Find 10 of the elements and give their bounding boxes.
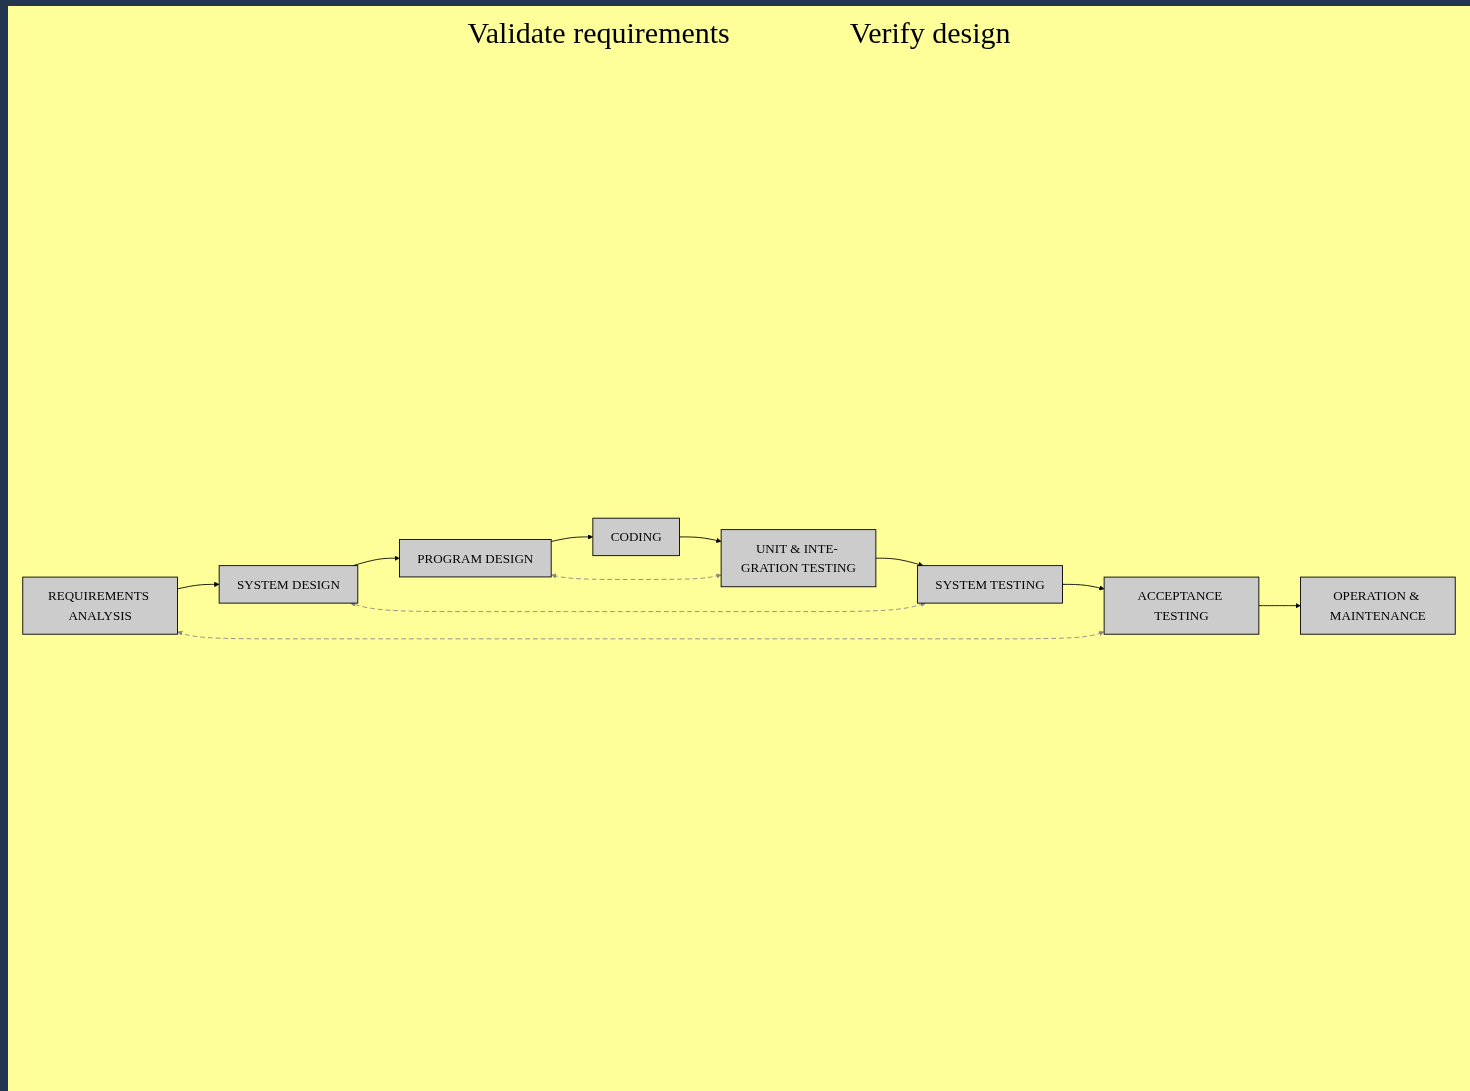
- node-box: SYSTEM TESTING: [917, 565, 1063, 604]
- node-box: OPERATION & MAINTENANCE: [1300, 576, 1456, 635]
- node-box: SYSTEM DESIGN: [218, 565, 359, 604]
- node-box: ACCEPTANCE TESTING: [1103, 576, 1260, 635]
- node-box: REQUIREMENTS ANALYSIS: [22, 576, 178, 635]
- annotation-text: Verify design: [849, 16, 1011, 50]
- node-box: UNIT & INTE- GRATION TESTING: [720, 529, 877, 588]
- node-box: CODING: [592, 517, 680, 557]
- node-box: PROGRAM DESIGN: [399, 539, 552, 578]
- annotation-text: Validate requirements: [467, 16, 730, 50]
